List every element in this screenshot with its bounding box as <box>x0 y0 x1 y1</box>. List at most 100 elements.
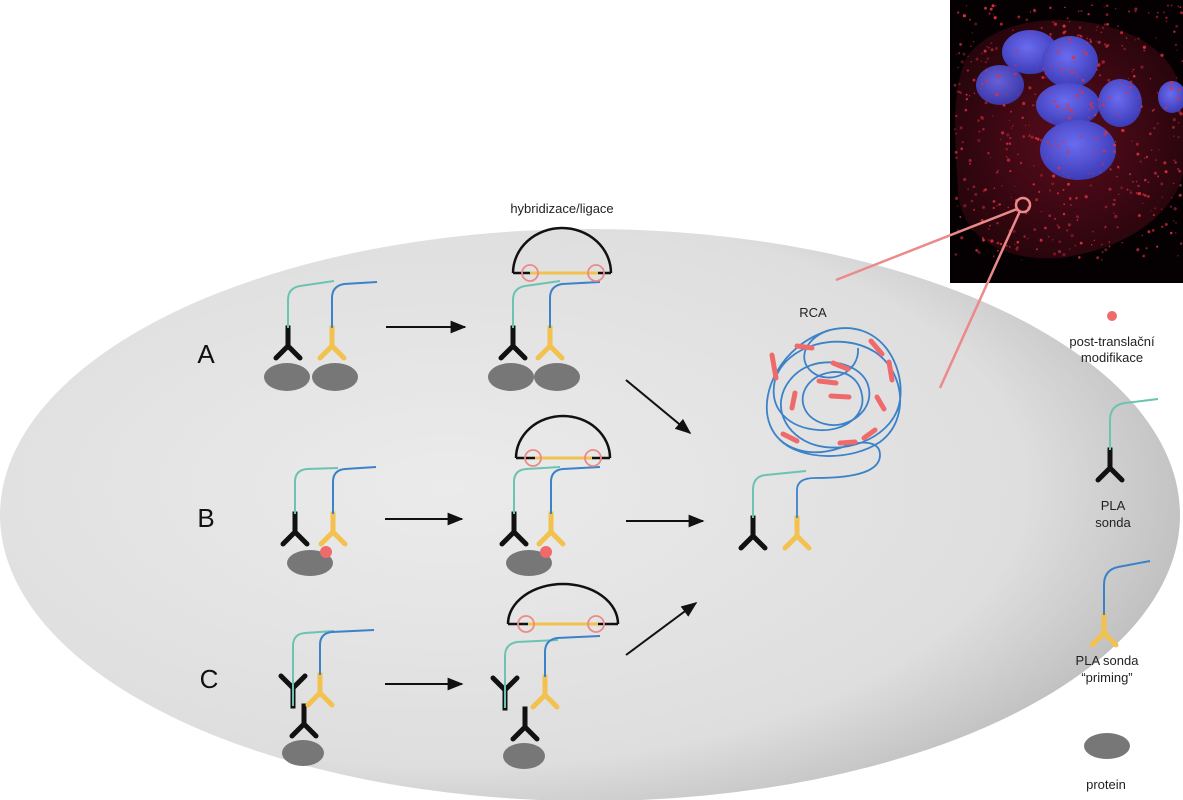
signal-dot <box>1030 135 1034 139</box>
signal-dot <box>1013 73 1016 76</box>
signal-dot <box>996 170 999 173</box>
signal-dot <box>1064 67 1067 70</box>
signal-dot <box>981 52 983 55</box>
signal-dot <box>959 43 962 46</box>
signal-dot <box>958 90 961 93</box>
signal-dot <box>1057 250 1062 254</box>
signal-dot <box>1032 104 1035 107</box>
signal-dot <box>972 185 976 189</box>
signal-dot <box>960 147 964 151</box>
signal-dot <box>1161 196 1164 198</box>
signal-dot <box>1097 40 1101 44</box>
signal-dot <box>971 229 974 231</box>
signal-dot <box>1095 29 1098 32</box>
signal-dot <box>1120 31 1124 35</box>
signal-dot <box>1166 4 1170 7</box>
signal-dot <box>1049 35 1052 38</box>
row-label-a: A <box>197 339 215 369</box>
signal-dot <box>1034 93 1036 95</box>
signal-dot <box>1081 148 1083 151</box>
signal-dot <box>970 45 972 47</box>
signal-dot <box>1094 136 1098 140</box>
signal-dot <box>968 18 972 21</box>
signal-dot <box>1129 85 1132 89</box>
signal-dot <box>1180 242 1183 245</box>
signal-dot <box>1076 75 1079 78</box>
signal-dot <box>1065 79 1068 81</box>
signal-dot <box>1163 161 1167 165</box>
signal-dot <box>954 253 958 256</box>
signal-dot <box>1069 109 1073 112</box>
signal-dot <box>1089 38 1092 41</box>
signal-dot <box>980 60 982 62</box>
signal-dot <box>1022 135 1026 138</box>
signal-dot <box>1121 241 1123 244</box>
signal-dot <box>1013 63 1017 67</box>
signal-dot <box>1097 98 1100 101</box>
signal-dot <box>986 45 988 48</box>
signal-dot <box>960 236 964 240</box>
signal-dot <box>1173 135 1175 137</box>
signal-dot <box>1174 161 1177 164</box>
signal-dot <box>992 206 996 210</box>
signal-dot <box>996 81 999 84</box>
signal-dot <box>1043 92 1046 95</box>
signal-dot <box>1174 43 1178 47</box>
signal-dot <box>978 130 981 133</box>
signal-dot <box>1169 231 1173 235</box>
signal-dot <box>1064 6 1066 9</box>
signal-dot <box>1057 226 1061 229</box>
signal-dot <box>977 251 981 254</box>
signal-dot <box>1102 103 1106 107</box>
signal-dot <box>1045 157 1048 160</box>
signal-dot <box>995 92 999 97</box>
signal-dot <box>1151 109 1154 112</box>
row-label-b: B <box>197 503 214 533</box>
signal-dot <box>1165 16 1168 20</box>
signal-dot <box>1058 240 1062 244</box>
signal-dot <box>996 241 1000 245</box>
signal-dot <box>1067 105 1070 108</box>
signal-dot <box>955 53 958 56</box>
signal-dot <box>1046 141 1049 144</box>
signal-dot <box>1075 196 1078 200</box>
signal-dot <box>1029 53 1032 55</box>
signal-dot <box>988 239 990 241</box>
signal-dot <box>1177 5 1179 8</box>
signal-dot <box>1127 77 1130 80</box>
signal-dot <box>982 127 985 131</box>
signal-dot <box>1103 23 1107 26</box>
signal-dot <box>1151 229 1155 232</box>
signal-dot <box>1089 184 1093 187</box>
signal-dot <box>1052 252 1057 256</box>
signal-dot <box>1121 45 1123 47</box>
signal-dot <box>981 83 984 86</box>
signal-dot <box>1012 229 1016 233</box>
signal-dot <box>1093 152 1096 155</box>
signal-dot <box>1128 10 1131 13</box>
signal-dot <box>1143 49 1146 52</box>
legend-pla-probe-line1: PLA <box>1101 498 1126 513</box>
signal-dot <box>1166 84 1169 87</box>
legend-ptm-dot <box>1107 311 1117 321</box>
signal-dot <box>1008 246 1011 248</box>
signal-dot <box>1119 85 1121 88</box>
signal-dot <box>1079 241 1083 245</box>
signal-dot <box>1069 248 1071 250</box>
signal-dot <box>1002 104 1006 107</box>
signal-dot <box>1103 6 1105 8</box>
signal-dot <box>1173 159 1176 162</box>
signal-dot <box>992 255 995 258</box>
signal-dot <box>1178 110 1182 114</box>
signal-dot <box>1074 111 1077 114</box>
signal-dot <box>999 242 1003 246</box>
signal-dot <box>1139 160 1142 163</box>
signal-dot <box>1081 78 1085 82</box>
signal-dot <box>1060 116 1064 119</box>
signal-dot <box>956 205 959 207</box>
signal-dot <box>1108 241 1111 243</box>
signal-dot <box>1044 72 1048 76</box>
signal-dot <box>1160 208 1163 210</box>
signal-dot <box>1176 88 1178 90</box>
signal-dot <box>1039 138 1043 142</box>
